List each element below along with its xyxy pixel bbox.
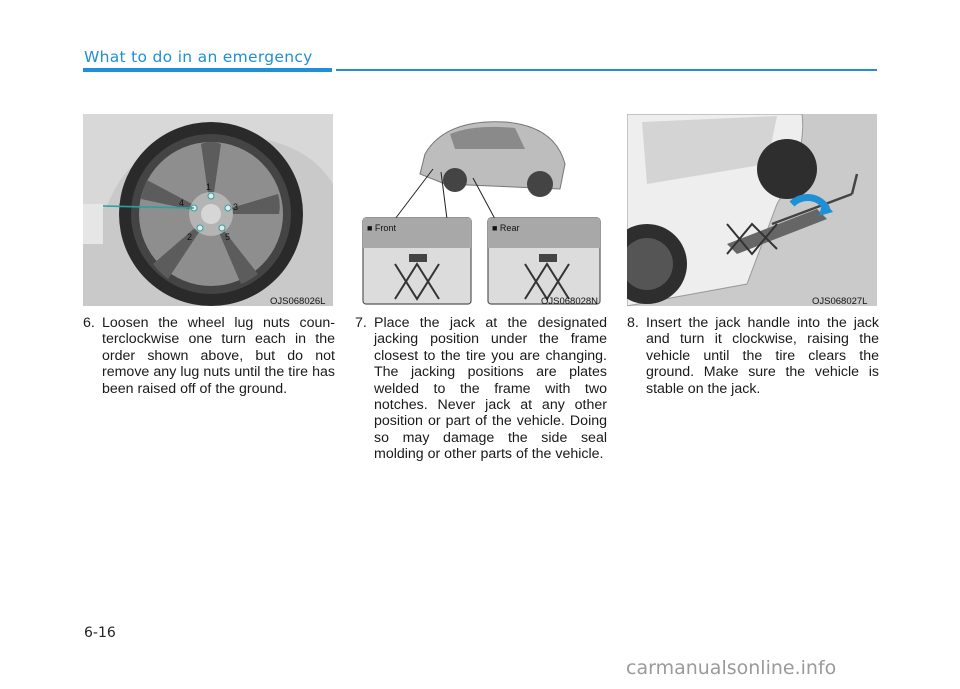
label-rear: ■ Rear — [492, 223, 519, 233]
figure-code: OJS068028N — [541, 296, 599, 307]
watermark: carmanualsonline.info — [626, 657, 837, 679]
jacking-illustration: ■ Front ■ Rear — [362, 121, 601, 305]
label-front: ■ Front — [367, 223, 396, 233]
step-text: Loosen the wheel lug nuts coun­terclockw… — [102, 315, 335, 397]
callout-5: 5 — [225, 232, 230, 242]
step-text: Place the jack at the designated jacking… — [374, 315, 607, 463]
callout-4: 4 — [179, 198, 184, 208]
callout-3: 3 — [233, 202, 238, 212]
header-rule-thick — [83, 68, 332, 72]
jack-handle-illustration — [627, 114, 877, 306]
step-text: Insert the jack handle into the jack and… — [646, 315, 879, 397]
section-title: What to do in an emergency — [84, 48, 313, 66]
callout-2: 2 — [187, 232, 192, 242]
callout-1: 1 — [206, 182, 211, 192]
step-number: 6. — [83, 315, 95, 331]
step-7: 7. Place the jack at the designated jack… — [355, 315, 607, 463]
callout-line — [102, 205, 195, 209]
step-6: 6. Loosen the wheel lug nuts coun­terclo… — [83, 315, 335, 397]
figure-code: OJS068026L — [270, 296, 326, 307]
wheel-illustration: 1 2 3 4 5 — [83, 114, 333, 306]
figure-jack-handle — [627, 114, 877, 306]
step-number: 8. — [627, 315, 639, 331]
page-number: 6-16 — [84, 625, 116, 641]
figure-jacking-positions: ■ Front ■ Rear — [355, 114, 605, 306]
figure-wheel-lug-nuts: 1 2 3 4 5 — [83, 114, 333, 306]
step-8: 8. Insert the jack handle into the jack … — [627, 315, 879, 397]
figure-code: OJS068027L — [812, 296, 868, 307]
step-number: 7. — [355, 315, 367, 331]
header-rule-thin — [336, 69, 877, 71]
